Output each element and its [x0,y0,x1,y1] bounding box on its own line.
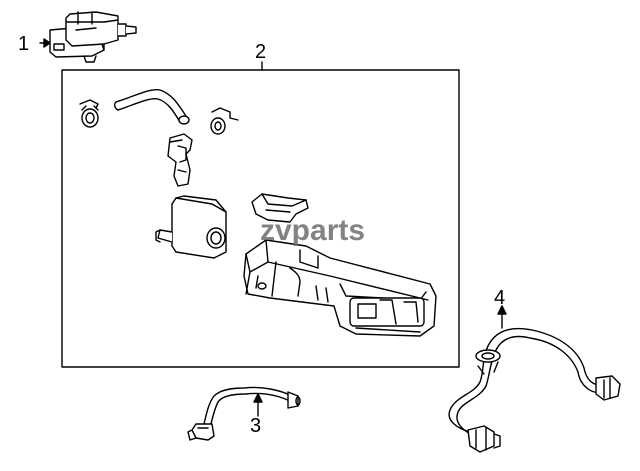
canister-bracket [167,133,193,187]
hose-clip-right [210,107,239,135]
part-1-vsv-valve [39,11,137,63]
purge-valve [155,195,227,259]
watermark-logo: zvparts [260,214,366,247]
part-4-vapor-pipe [448,305,621,453]
callout-number-2: 2 [255,41,267,63]
hose-clip-left [79,99,99,128]
callout-number-1: 1 [18,33,30,55]
callout-number-3: 3 [250,415,262,437]
part-3-hose [187,386,301,441]
canister-top-cover [251,193,309,223]
callout-number-4: 4 [494,287,506,309]
charcoal-canister [243,239,437,337]
vacuum-hose [113,88,190,125]
part-2-group-frame [61,61,460,368]
